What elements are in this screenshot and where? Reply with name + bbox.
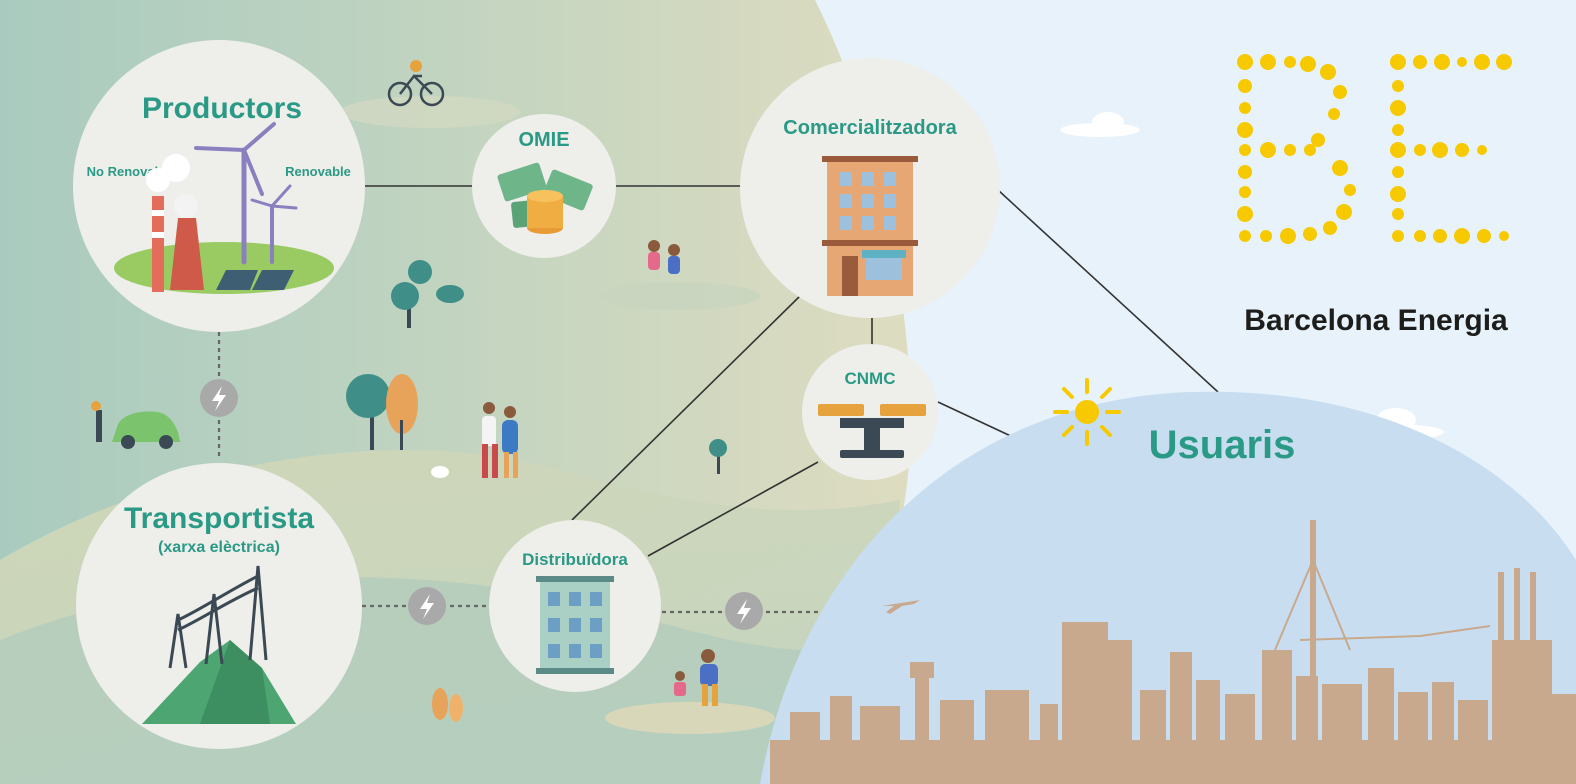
money-icon: [497, 162, 593, 234]
comercialitzadora-node: Comercialitzadora: [740, 58, 1000, 318]
solar-panel-icon: [216, 270, 294, 290]
building-icon: [536, 576, 614, 674]
distribuidora-node: Distribuïdora: [489, 520, 661, 692]
scale-icon: [818, 404, 926, 458]
hill-shape: [605, 702, 775, 734]
productors-node: Productors No Renovable Renovable: [73, 40, 365, 332]
renewable-label: Renovable: [285, 164, 351, 179]
usuaris-label: Usuaris: [1149, 423, 1296, 467]
building-icon: [822, 156, 918, 296]
tree-icon: [346, 374, 418, 450]
lightning-icon: [725, 592, 763, 630]
distribuidora-label: Distribuïdora: [522, 550, 628, 569]
barcelona-energia-logo: [1237, 54, 1512, 244]
mountain-shape: [142, 640, 296, 724]
omie-node: OMIE: [472, 114, 616, 258]
comercialitzadora-label: Comercialitzadora: [783, 117, 957, 139]
lightning-icon: [200, 379, 238, 417]
transportista-label: Transportista: [124, 502, 314, 535]
people-walking-icon: [674, 649, 718, 706]
cnmc-circle: [802, 344, 938, 480]
sun-icon: [1053, 378, 1121, 446]
people-running-icon: [648, 240, 680, 274]
cloud-icon: [1060, 112, 1140, 137]
tree-icon: [432, 688, 463, 722]
hill-shape: [600, 282, 760, 310]
airplane-icon: [882, 600, 920, 614]
city-skyline: [770, 520, 1576, 784]
cnmc-node: CNMC: [802, 344, 938, 480]
productors-label: Productors: [142, 92, 302, 125]
bicycle-icon: [387, 60, 445, 107]
tree-icon: [391, 260, 464, 328]
connection-lines: [217, 185, 1219, 614]
pylon-icon: [168, 565, 268, 669]
omie-label: OMIE: [518, 129, 569, 151]
transportista-sublabel: (xarxa elèctrica): [158, 539, 280, 556]
transportista-circle: [76, 463, 362, 749]
transportista-node: Transportista (xarxa elèctrica): [76, 463, 362, 749]
electric-car-icon: [91, 401, 180, 449]
tree-icon: [709, 439, 727, 474]
usuaris-area: Usuaris: [760, 378, 1576, 784]
people-walking-icon: [431, 402, 518, 478]
wind-turbine-icon: [194, 122, 298, 265]
tower-cables: [1274, 559, 1491, 651]
brand-name: Barcelona Energia: [1244, 304, 1508, 337]
power-plant-icon: [146, 154, 204, 292]
lightning-icon: [408, 587, 446, 625]
hill-shape: [340, 96, 520, 128]
cnmc-label: CNMC: [845, 369, 896, 388]
